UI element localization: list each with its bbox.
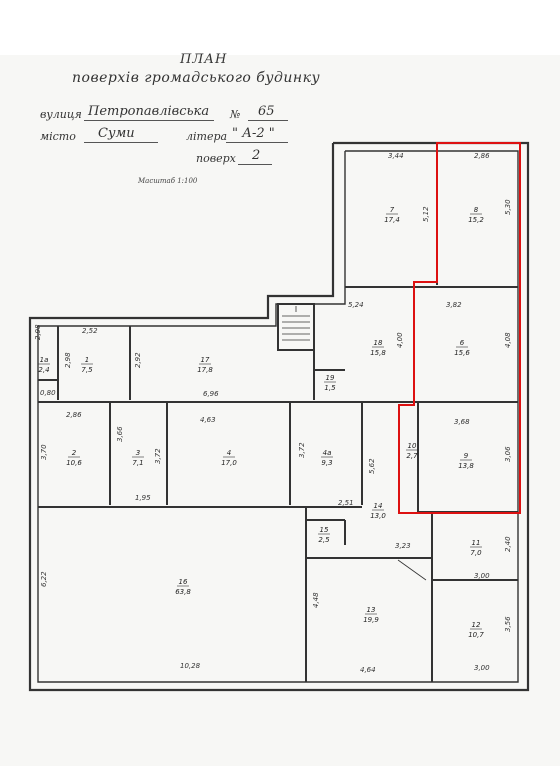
- number-value: 65: [258, 104, 275, 119]
- dimension-label: 2,98: [34, 324, 42, 340]
- room-area: 2,5: [318, 536, 330, 544]
- plan-subtitle: поверхів громадського будинку: [72, 70, 321, 86]
- dimension-label: 4,64: [360, 666, 376, 674]
- room-area: 17,4: [384, 216, 400, 224]
- dimension-label: 4,48: [312, 592, 320, 608]
- plan-title: ПЛАН: [180, 52, 228, 67]
- dimension-label: 2,52: [82, 327, 98, 335]
- dimension-label: 3,70: [40, 444, 48, 460]
- dimension-label: 3,72: [298, 442, 306, 458]
- dimension-label: 3,82: [446, 301, 462, 309]
- room-number: 9: [464, 452, 469, 460]
- room-area: 2,7: [406, 452, 418, 460]
- room-area: 7,1: [132, 459, 143, 467]
- room-number: 4: [227, 449, 231, 457]
- room-number: 14: [374, 502, 383, 510]
- room-area: 15,6: [454, 349, 470, 357]
- city-value: Суми: [98, 126, 135, 141]
- room-number: 10: [408, 442, 417, 450]
- room-area: 15,2: [468, 216, 484, 224]
- dimension-label: 10,28: [180, 662, 201, 670]
- dimension-label: 3,56: [504, 616, 512, 632]
- dimension-label: 5,12: [422, 206, 430, 222]
- floor-label: поверх: [196, 152, 236, 165]
- room-number: 12: [472, 621, 481, 629]
- room-number: 8: [474, 206, 479, 214]
- dimension-label: 6,96: [203, 390, 219, 398]
- dimension-label: 3,06: [504, 446, 512, 462]
- dimension-label: 2,86: [66, 411, 82, 419]
- room-area: 2,4: [38, 366, 49, 374]
- dimension-label: 4,08: [504, 332, 512, 348]
- dimension-label: 6,22: [40, 571, 48, 587]
- dimension-label: 2,98: [64, 352, 72, 368]
- room-number: 18: [374, 339, 383, 347]
- dimension-label: 3,66: [116, 426, 124, 442]
- dimension-label: 4,63: [200, 416, 216, 424]
- room-number: 11: [472, 539, 481, 547]
- room-area: 17,0: [221, 459, 237, 467]
- room-number: 3: [136, 449, 140, 457]
- scale-label: Масштаб 1:100: [138, 177, 198, 185]
- dimension-label: 2,86: [474, 152, 490, 160]
- dimension-label: 0,80: [40, 389, 56, 397]
- room-area: 7,5: [81, 366, 93, 374]
- letter-value: " А-2 ": [232, 126, 275, 141]
- dimension-label: 2,40: [504, 536, 512, 552]
- room-area: 10,7: [468, 631, 484, 639]
- room-number: 17: [201, 356, 210, 364]
- city-label: місто: [40, 130, 76, 143]
- room-number: 7: [390, 206, 395, 214]
- dimension-label: 2,92: [134, 352, 142, 368]
- room-area: 7,0: [470, 549, 482, 557]
- dimension-label: 4,00: [396, 332, 404, 348]
- street-value: Петропавлівська: [88, 104, 210, 119]
- room-number: 4a: [323, 449, 332, 457]
- dimension-label: 5,30: [504, 199, 512, 215]
- floor-value: 2: [252, 148, 261, 163]
- room-number: 13: [367, 606, 376, 614]
- room-number: 1: [85, 356, 89, 364]
- room-number: 15: [320, 526, 329, 534]
- room-area: 13,8: [458, 462, 474, 470]
- room-area: 15,8: [370, 349, 386, 357]
- room-area: 9,3: [321, 459, 332, 467]
- room-number: 1a: [40, 356, 49, 364]
- room-area: 10,6: [66, 459, 82, 467]
- dimension-label: 5,62: [368, 458, 376, 474]
- dimension-label: 3,00: [474, 572, 490, 580]
- street-label: вулиця: [40, 108, 82, 121]
- room-area: 1,5: [324, 384, 336, 392]
- dimension-label: 3,00: [474, 664, 490, 672]
- room-area: 19,9: [363, 616, 379, 624]
- number-label: №: [230, 108, 241, 121]
- room-area: 63,8: [175, 588, 191, 596]
- room-number: 19: [326, 374, 335, 382]
- room-number: 6: [460, 339, 465, 347]
- room-area: 17,8: [197, 366, 213, 374]
- dimension-label: 3,68: [454, 418, 470, 426]
- plan-sheet: [0, 55, 560, 766]
- dimension-label: 3,44: [388, 152, 404, 160]
- letter-label: літера: [186, 130, 228, 143]
- dimension-label: 3,23: [395, 542, 411, 550]
- dimension-label: 2,51: [338, 499, 354, 507]
- room-number: 2: [72, 449, 77, 457]
- dimension-label: 5,24: [348, 301, 364, 309]
- room-number: 16: [179, 578, 188, 586]
- dimension-label: 1,95: [135, 494, 151, 502]
- dimension-label: 3,72: [154, 448, 162, 464]
- room-area: 13,0: [370, 512, 386, 520]
